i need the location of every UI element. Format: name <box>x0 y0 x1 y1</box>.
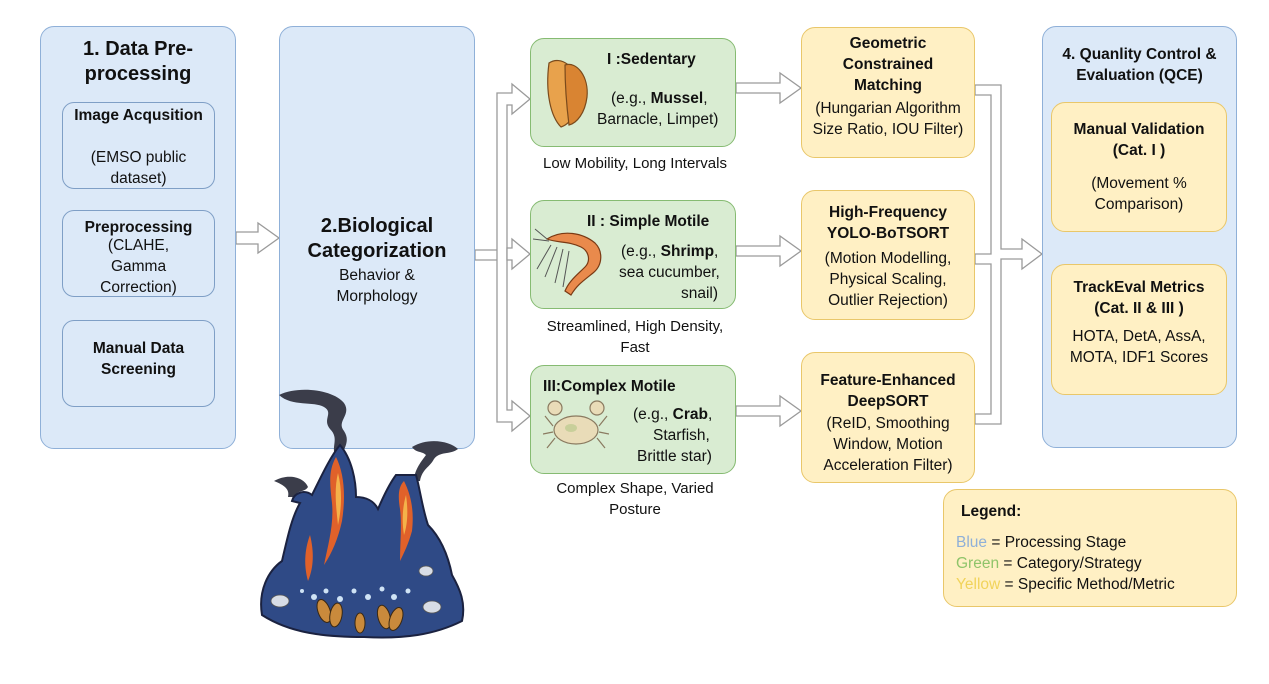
trackeval-box: TrackEval Metrics (Cat. II & III ) HOTA,… <box>1051 264 1227 395</box>
stage1-panel: 1. Data Pre-processing Image Acqusition … <box>40 26 236 449</box>
legend-yellow-desc: = Specific Method/Metric <box>1000 576 1175 593</box>
stage4-panel: 4. Quanlity Control & Evaluation (QCE) M… <box>1042 26 1237 448</box>
method-botsort-title: High-Frequency YOLO-BoTSORT <box>826 204 950 242</box>
stage1-title: 1. Data Pre-processing <box>82 38 194 85</box>
manual-validation-detail: (Movement % Comparison) <box>1091 175 1187 213</box>
stage2-panel: 2.Biological Categorization Behavior & M… <box>279 26 475 449</box>
legend-yellow: Yellow = Specific Method/Metric <box>956 574 1175 595</box>
image-acquisition-title: Image Acqusition <box>74 107 203 124</box>
method-deepsort-title: Feature-Enhanced DeepSORT <box>820 372 956 410</box>
arrow-cat3-to-method3 <box>735 394 803 428</box>
method-geometric-detail: (Hungarian Algorithm Size Ratio, IOU Fil… <box>812 100 964 138</box>
manual-screening-box: Manual Data Screening <box>62 320 215 407</box>
legend-green-word: Green <box>956 555 1000 572</box>
arrow-cat2-to-method2 <box>735 234 803 268</box>
image-acquisition-box: Image Acqusition (EMSO public dataset) <box>62 102 215 189</box>
crab-icon <box>543 400 609 449</box>
method-deepsort-detail: (ReID, Smoothing Window, Motion Accelera… <box>823 415 953 474</box>
arrow-stage1-to-stage2 <box>235 221 281 255</box>
method-deepsort-box: Feature-Enhanced DeepSORT (ReID, Smoothi… <box>801 352 975 483</box>
hydrothermal-vent-illustration <box>260 389 465 639</box>
method-geometric-title: Geometric Constrained Matching <box>842 35 934 94</box>
shrimp-icon <box>533 228 602 296</box>
trackeval-title: TrackEval Metrics (Cat. II & III ) <box>1073 279 1205 317</box>
example-rest: , <box>703 90 708 107</box>
category-complex-motile-example: (e.g., Crab, <box>633 404 712 425</box>
category-sedentary-caption: Low Mobility, Long Intervals <box>543 155 727 172</box>
example-prefix: (e.g., <box>611 90 651 107</box>
category-sedentary-box: I :Sedentary (e.g., Mussel, Barnacle, Li… <box>530 38 736 147</box>
method-geometric-box: Geometric Constrained Matching (Hungaria… <box>801 27 975 158</box>
category-simple-motile-caption: Streamlined, High Density, Fast <box>546 318 724 356</box>
example-prefix: (e.g., <box>633 406 673 423</box>
example-rest: , <box>707 406 713 423</box>
category-simple-motile-title: II : Simple Motile <box>587 213 710 230</box>
example-highlight: Crab <box>672 406 708 423</box>
legend-blue-word: Blue <box>956 534 988 551</box>
example-prefix: (e.g., <box>621 243 661 260</box>
preprocessing-box: Preprocessing (CLAHE, Gamma Correction) <box>62 210 215 297</box>
trackeval-detail: HOTA, DetA, AssA, MOTA, IDF1 Scores <box>1069 328 1209 366</box>
arrow-cat1-to-method1 <box>735 71 803 105</box>
arrow-to-cat2 <box>506 237 532 271</box>
legend-green-desc: = Category/Strategy <box>999 555 1142 572</box>
example-rest: , <box>714 243 719 260</box>
category-complex-motile-example-line3: Brittle star) <box>637 448 712 465</box>
manual-validation-box: Manual Validation (Cat. I ) (Movement % … <box>1051 102 1227 232</box>
category-sedentary-title: I :Sedentary <box>607 51 696 68</box>
category-sedentary-example-line2: Barnacle, Limpet) <box>597 111 719 128</box>
bracket-to-categories <box>496 82 532 433</box>
category-complex-motile-box: III:Complex Motile (e.g., Crab, Starfish… <box>530 365 736 474</box>
manual-validation-title: Manual Validation (Cat. I ) <box>1073 121 1205 159</box>
example-highlight: Mussel <box>650 90 704 107</box>
legend-green: Green = Category/Strategy <box>956 553 1142 574</box>
category-simple-motile-box: II : Simple Motile (e.g., Shrimp, sea cu… <box>530 200 736 309</box>
legend-box: Legend: Blue = Processing Stage Green = … <box>943 489 1237 607</box>
category-complex-motile-example-line2: Starfish, <box>653 427 710 444</box>
stage2-title: 2.Biological Categorization <box>307 215 447 262</box>
stage4-title: 4. Quanlity Control & Evaluation (QCE) <box>1062 46 1217 84</box>
category-complex-motile-caption: Complex Shape, Varied Posture <box>556 480 714 518</box>
category-simple-motile-example-line3: snail) <box>681 285 719 302</box>
merge-bracket <box>974 84 1044 425</box>
legend-blue: Blue = Processing Stage <box>956 532 1126 553</box>
category-simple-motile-example-line2: sea cucumber, <box>619 264 720 281</box>
mussel-icon <box>547 59 588 128</box>
preprocessing-title: Preprocessing <box>84 219 193 236</box>
stage2-subtitle: Behavior & Morphology <box>336 267 418 305</box>
method-botsort-detail: (Motion Modelling, Physical Scaling, Out… <box>824 250 952 309</box>
method-botsort-box: High-Frequency YOLO-BoTSORT (Motion Mode… <box>801 190 975 320</box>
category-simple-motile-example: (e.g., Shrimp, <box>621 241 718 262</box>
legend-title: Legend: <box>961 503 1022 520</box>
example-highlight: Shrimp <box>660 243 715 260</box>
legend-yellow-word: Yellow <box>956 576 1001 593</box>
category-sedentary-example: (e.g., Mussel, <box>611 88 708 109</box>
preprocessing-detail: (CLAHE, Gamma Correction) <box>100 237 177 296</box>
category-complex-motile-title: III:Complex Motile <box>543 378 676 395</box>
image-acquisition-detail: (EMSO public dataset) <box>90 149 187 187</box>
legend-blue-desc: = Processing Stage <box>987 534 1127 551</box>
manual-screening-title: Manual Data Screening <box>92 340 185 378</box>
